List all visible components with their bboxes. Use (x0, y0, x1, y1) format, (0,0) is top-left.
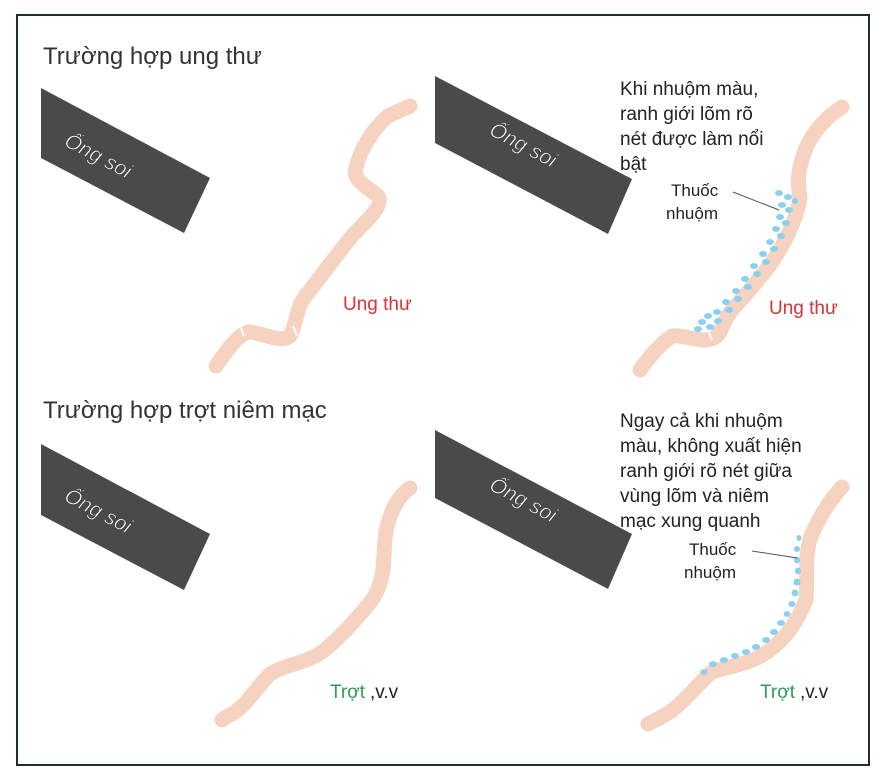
dye-dot (762, 259, 770, 265)
dye-dot (794, 546, 800, 552)
note-erosion-line1: Ngay cả khi nhuộm (620, 411, 783, 432)
dye-dot (772, 226, 780, 232)
dye-dot (775, 190, 783, 196)
dye-dot (753, 271, 761, 277)
dye-dot (770, 246, 778, 252)
note-cancer-line1: Khi nhuộm màu, (620, 79, 758, 100)
panel-erosion-plain: Ống soi Trợt ,v.v (41, 444, 418, 728)
dye-dot (698, 319, 706, 325)
dye-dot (776, 214, 784, 220)
dye-dot (796, 535, 802, 541)
note-cancer-line3: nét được làm nổi (620, 129, 763, 150)
erosion-label-word: Trợt (760, 682, 796, 703)
dye-dot (694, 326, 702, 332)
dye-dot (709, 661, 717, 667)
dye-label-line1: Thuốc (671, 181, 719, 200)
dye-dot (725, 307, 733, 313)
dye-dot (722, 299, 730, 305)
note-cancer-line4: bật (620, 154, 647, 175)
dye-dot (785, 207, 793, 213)
lesion-edge-marks (239, 325, 298, 337)
note-erosion-line5: mạc xung quanh (620, 511, 761, 532)
endoscope-tube (41, 88, 210, 233)
dye-dot (792, 198, 798, 204)
erosion-label-suffix: ,v.v (370, 682, 399, 703)
dye-dot (734, 296, 742, 302)
dye-dot (793, 578, 801, 586)
dye-dot (700, 669, 708, 675)
dye-dot (750, 263, 758, 269)
dye-dot (706, 324, 714, 330)
mucosa-surface (214, 480, 418, 728)
endoscope-tube (435, 76, 632, 234)
dye-dot (759, 251, 767, 257)
dye-dot (788, 601, 796, 607)
dye-dot (791, 589, 799, 597)
endoscope-tube (435, 430, 632, 589)
erosion-label-suffix: ,v.v (800, 682, 829, 703)
note-erosion-line4: vùng lõm và niêm (620, 486, 769, 507)
dye-dot (784, 194, 792, 200)
dye-dot (720, 657, 728, 663)
dye-pointer-line (732, 191, 780, 211)
dye-particles (700, 535, 802, 675)
dye-dot (741, 276, 749, 282)
cancer-label: Ung thư (343, 294, 412, 315)
dye-dot (742, 649, 750, 655)
dye-dot (782, 220, 790, 226)
dye-dot (778, 202, 786, 208)
note-erosion-line2: màu, không xuất hiện (620, 436, 802, 457)
section-title-cancer: Trường hợp ung thư (43, 43, 262, 70)
dye-label-line2: nhuộm (684, 563, 736, 582)
dye-label-line1: Thuốc (689, 540, 737, 559)
dye-dot (770, 629, 778, 635)
dye-dot (704, 313, 712, 319)
note-cancer-line2: ranh giới lõm rõ (620, 104, 753, 125)
note-erosion-line3: ranh giới rõ nét giữa (620, 461, 792, 482)
dye-dot (783, 611, 791, 617)
dye-dot (714, 318, 722, 324)
dye-pointer-line (751, 550, 798, 559)
dye-dot (732, 288, 740, 294)
endoscope-tube (41, 444, 210, 590)
dye-dot (731, 653, 739, 659)
dye-label-line2: nhuộm (666, 204, 718, 223)
dye-particles (694, 190, 798, 332)
dye-dot (744, 284, 752, 290)
section-title-erosion: Trường hợp trợt niêm mạc (43, 397, 327, 424)
erosion-label-word: Trợt (330, 682, 366, 703)
panel-erosion-dyed: Ống soi Thuốc nhuộm Ngay cả khi nhuộm mà… (435, 411, 850, 732)
cancer-label: Ung thư (769, 298, 838, 319)
panel-cancer-dyed: Ống soi (435, 76, 850, 378)
dye-dot (795, 567, 801, 575)
dye-dot (762, 637, 770, 643)
mucosa-surface (640, 479, 850, 732)
dye-dot (713, 309, 721, 315)
dye-dot (752, 644, 760, 650)
dye-dot (777, 233, 785, 239)
mucosa-surface (208, 98, 418, 374)
dye-dot (777, 620, 785, 626)
dye-dot (766, 239, 774, 245)
panel-cancer-plain: Ống soi Ung thư (41, 88, 418, 374)
mucosa-surface (632, 99, 850, 378)
lesion-edge-marks (707, 329, 713, 341)
